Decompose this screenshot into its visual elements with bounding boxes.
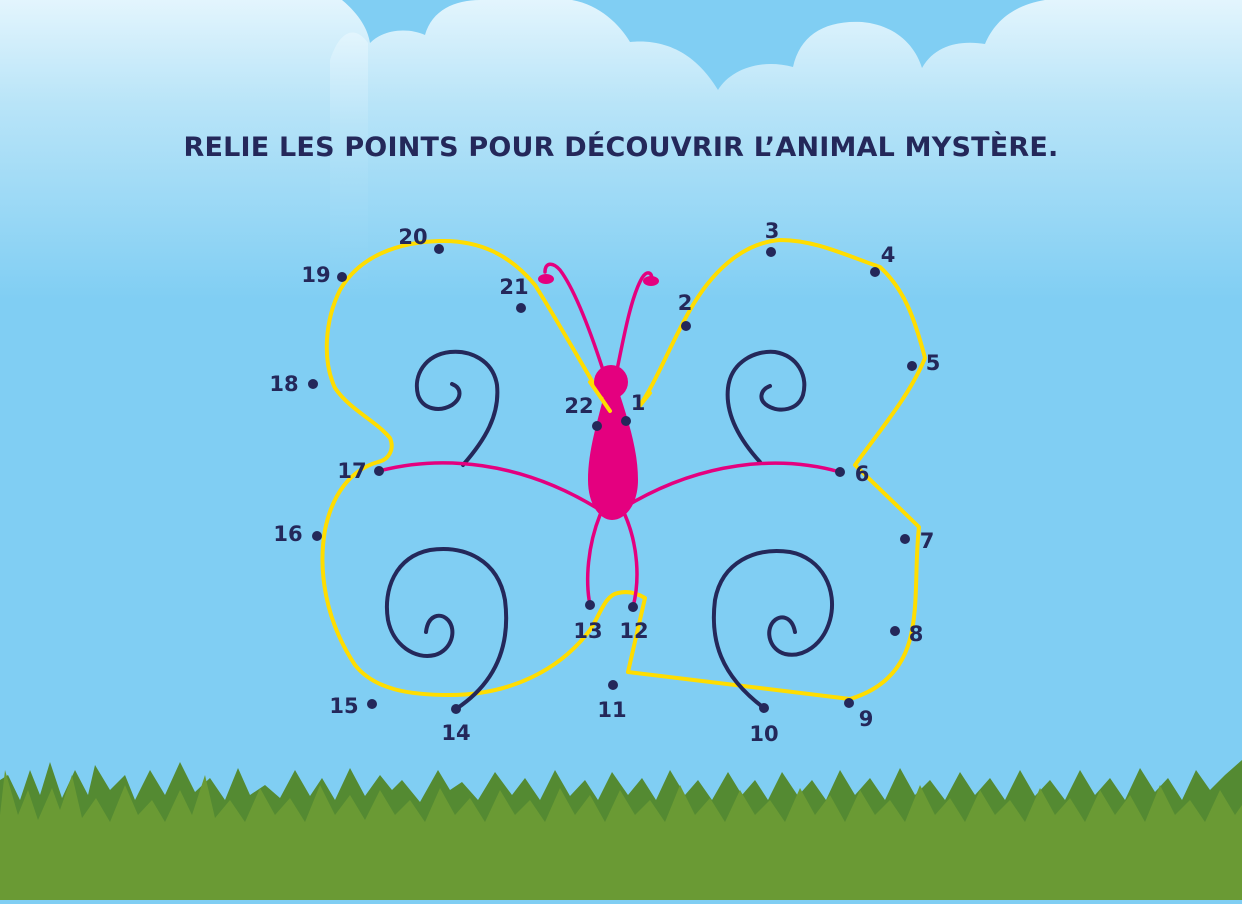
dot-point[interactable] (312, 531, 322, 541)
dot-point[interactable] (907, 361, 917, 371)
antenna-right (615, 271, 654, 372)
dot-point[interactable] (835, 467, 845, 477)
dot-point[interactable] (608, 680, 618, 690)
leg-left (585, 513, 602, 607)
dot-point[interactable] (844, 698, 854, 708)
dot-20[interactable]: 20 (398, 225, 444, 254)
dot-13[interactable]: 13 (573, 600, 603, 643)
dot-9[interactable]: 9 (844, 698, 873, 731)
dot-number-label: 1 (631, 391, 646, 415)
dot-19[interactable]: 19 (301, 263, 347, 287)
dot-4[interactable]: 4 (870, 243, 895, 277)
dot-number-label: 21 (499, 275, 528, 299)
dot-5[interactable]: 5 (907, 351, 940, 375)
dot-15[interactable]: 15 (329, 694, 377, 718)
dot-point[interactable] (516, 303, 526, 313)
grass (0, 760, 1242, 900)
traced-path-overlay (588, 380, 652, 413)
dot-number-label: 12 (619, 619, 648, 643)
spiral-upper-right (725, 349, 807, 464)
dot-point[interactable] (308, 379, 318, 389)
dot-22[interactable]: 22 (564, 394, 602, 431)
dot-1[interactable]: 1 (621, 391, 645, 426)
vein-left (377, 461, 602, 512)
dot-point[interactable] (681, 321, 691, 331)
dot-point[interactable] (374, 466, 384, 476)
dot-number-label: 13 (573, 619, 602, 643)
dot-number-label: 18 (269, 372, 298, 396)
dot-number-label: 10 (749, 722, 778, 746)
dot-number-label: 2 (678, 291, 693, 315)
spiral-lower-left (384, 547, 509, 711)
dot-number-label: 6 (855, 462, 870, 486)
dot-point[interactable] (759, 703, 769, 713)
dot-number-label: 8 (909, 622, 924, 646)
dot-point[interactable] (621, 416, 631, 426)
dot-21[interactable]: 21 (499, 275, 529, 313)
leg-right (623, 513, 639, 609)
dot-point[interactable] (766, 247, 776, 257)
dot-point[interactable] (870, 267, 880, 277)
dot-16[interactable]: 16 (273, 522, 322, 546)
dot-14[interactable]: 14 (441, 704, 471, 745)
dot-point[interactable] (434, 244, 444, 254)
dot-point[interactable] (592, 421, 602, 431)
spiral-upper-left (414, 349, 500, 467)
spiral-lower-right (711, 549, 834, 710)
dot-17[interactable]: 17 (337, 459, 384, 483)
dot-number-label: 5 (926, 351, 941, 375)
dot-number-label: 22 (564, 394, 593, 418)
dot-number-label: 15 (329, 694, 358, 718)
dot-number-label: 20 (398, 225, 427, 249)
dot-number-label: 16 (273, 522, 302, 546)
antenna-tip-right (643, 276, 659, 286)
dot-point[interactable] (900, 534, 910, 544)
antenna-tip-left (538, 274, 554, 284)
dot-number-label: 14 (441, 721, 470, 745)
dot-10[interactable]: 10 (749, 703, 779, 746)
dot-point[interactable] (628, 602, 638, 612)
dot-point[interactable] (367, 699, 377, 709)
antenna-left (543, 262, 605, 372)
dot-point[interactable] (451, 704, 461, 714)
cloud-lumps (330, 32, 368, 300)
butterfly-head (594, 365, 628, 399)
dot-number-label: 17 (337, 459, 366, 483)
dot-18[interactable]: 18 (269, 372, 318, 396)
dot-point[interactable] (890, 626, 900, 636)
clouds (0, 0, 1242, 300)
dot-7[interactable]: 7 (900, 529, 934, 553)
dot-6[interactable]: 6 (835, 462, 869, 486)
dot-number-label: 11 (597, 698, 626, 722)
dot-12[interactable]: 12 (619, 602, 649, 643)
dot-8[interactable]: 8 (890, 622, 923, 646)
wing-spirals (384, 349, 834, 711)
dot-number-label: 3 (765, 219, 780, 243)
traced-path (320, 238, 927, 701)
dot-point[interactable] (337, 272, 347, 282)
dot-11[interactable]: 11 (597, 680, 627, 722)
dot-number-label: 4 (881, 243, 896, 267)
vein-right (618, 461, 842, 512)
dot-point[interactable] (585, 600, 595, 610)
dot-3[interactable]: 3 (765, 219, 780, 257)
dot-2[interactable]: 2 (678, 291, 693, 331)
dot-number-label: 7 (920, 529, 935, 553)
instruction-title: RELIE LES POINTS POUR DÉCOUVRIR L’ANIMAL… (183, 132, 1059, 163)
dot-number-label: 19 (301, 263, 330, 287)
dot-number-label: 9 (859, 707, 874, 731)
